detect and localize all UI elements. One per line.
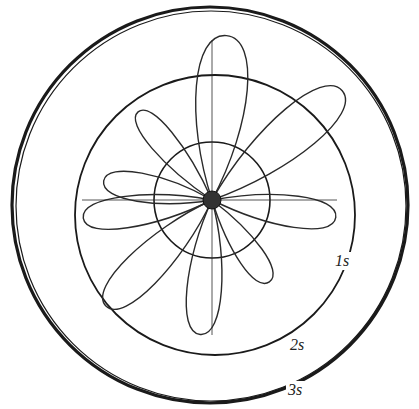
shell-label: 1s: [333, 252, 351, 270]
orbital-lobe: [183, 198, 229, 335]
shell-circle: [75, 75, 355, 355]
orbital-lobe: [187, 33, 252, 202]
orbital-lobe: [81, 184, 214, 233]
shell-circle: [16, 11, 406, 401]
orbital-lobe: [198, 73, 357, 217]
orbital-lobe: [210, 184, 338, 233]
axis-line: [212, 40, 213, 335]
shell-label: 2s: [288, 336, 306, 354]
shell-circle: [12, 7, 408, 403]
orbital-lobe: [93, 187, 226, 320]
shell-label: 3s: [286, 381, 304, 399]
nucleus-dot: [203, 191, 221, 209]
orbital-lobe: [128, 104, 221, 209]
